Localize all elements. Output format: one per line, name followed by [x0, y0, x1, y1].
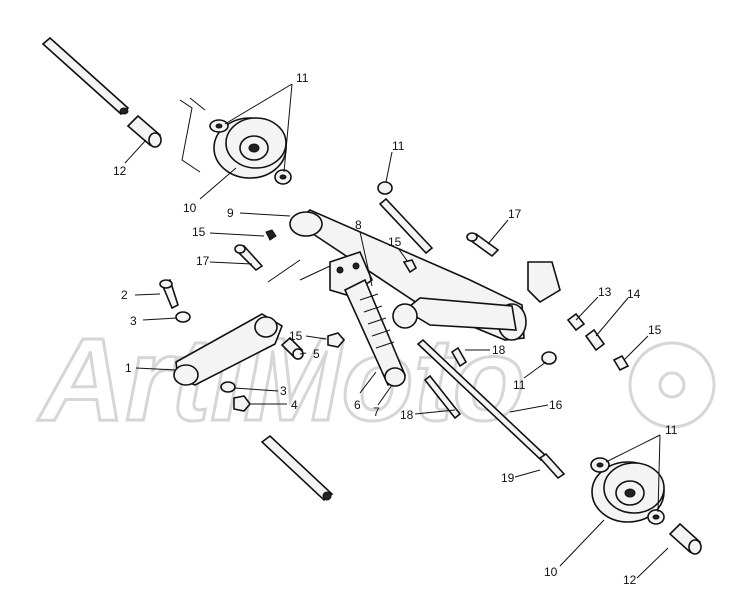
spacer-bottom	[668, 522, 702, 555]
callout-6: 6	[354, 398, 361, 412]
callout-7: 7	[373, 405, 380, 419]
pin-13	[566, 312, 586, 332]
callout-12-top: 12	[113, 164, 127, 178]
mount-bracket	[527, 261, 561, 304]
callout-16: 16	[549, 398, 563, 412]
callout-11-right: 11	[513, 378, 526, 392]
callout-10-top: 10	[183, 201, 197, 215]
callout-11-top: 11	[296, 71, 309, 85]
callout-9: 9	[227, 206, 234, 220]
washer-3-top	[175, 311, 191, 323]
bolt-19	[538, 452, 566, 480]
callout-10-bottom: 10	[544, 565, 558, 579]
callout-12-bottom: 12	[623, 573, 637, 587]
callout-15-left: 15	[289, 329, 303, 343]
nut-15-center	[402, 259, 418, 274]
callout-2: 2	[121, 288, 128, 302]
lower-shaft	[260, 434, 334, 502]
callout-13: 13	[598, 285, 612, 299]
callout-17-right: 17	[508, 207, 522, 221]
callout-11-shaft: 11	[392, 139, 405, 153]
idler-wheel-bottom	[591, 461, 665, 523]
callout-17-left: 17	[196, 254, 210, 268]
nut-4	[233, 395, 252, 412]
bolt-18-top	[450, 346, 468, 368]
spacer-top	[126, 114, 162, 148]
callout-14: 14	[627, 287, 641, 301]
cross-shaft	[377, 181, 434, 255]
bushing-5	[280, 336, 304, 360]
callout-1: 1	[125, 361, 132, 375]
callout-4: 4	[291, 398, 298, 412]
callout-11-bottom: 11	[665, 423, 678, 437]
callout-3-bottom: 3	[280, 384, 287, 398]
callout-5: 5	[313, 347, 320, 361]
bolt-17-left	[234, 244, 264, 272]
callout-15-center: 15	[388, 235, 402, 249]
bolt-2	[159, 278, 179, 310]
callout-18-bottom: 18	[400, 408, 414, 422]
callout-3-top: 3	[130, 314, 137, 328]
shock-absorber	[343, 278, 407, 387]
idler-wheel-top	[213, 117, 287, 179]
washer-3-bottom	[220, 381, 236, 393]
swing-arm	[289, 209, 527, 341]
bolt-17-right	[466, 232, 500, 258]
bushing-14	[584, 328, 606, 352]
washer-11-right	[541, 351, 557, 365]
leader-lines	[124, 83, 669, 579]
nut-15-left	[327, 332, 346, 348]
bolt-18-bottom	[423, 374, 462, 420]
callout-18-top: 18	[492, 343, 506, 357]
callout-8: 8	[355, 218, 362, 232]
nut-15-top	[265, 229, 277, 241]
link-arm	[173, 313, 283, 386]
watermark-text: ArtiMoto	[37, 314, 525, 446]
callout-19: 19	[501, 471, 515, 485]
callout-15-top: 15	[192, 225, 206, 239]
nut-15-right	[612, 354, 630, 372]
watermark: ArtiMoto	[36, 313, 716, 448]
callout-15-right: 15	[648, 323, 662, 337]
callouts: 11 12 10 11 9 8 15 17 15 17 2 3 15 5 1 3…	[113, 71, 678, 587]
upper-shaft	[41, 36, 130, 116]
